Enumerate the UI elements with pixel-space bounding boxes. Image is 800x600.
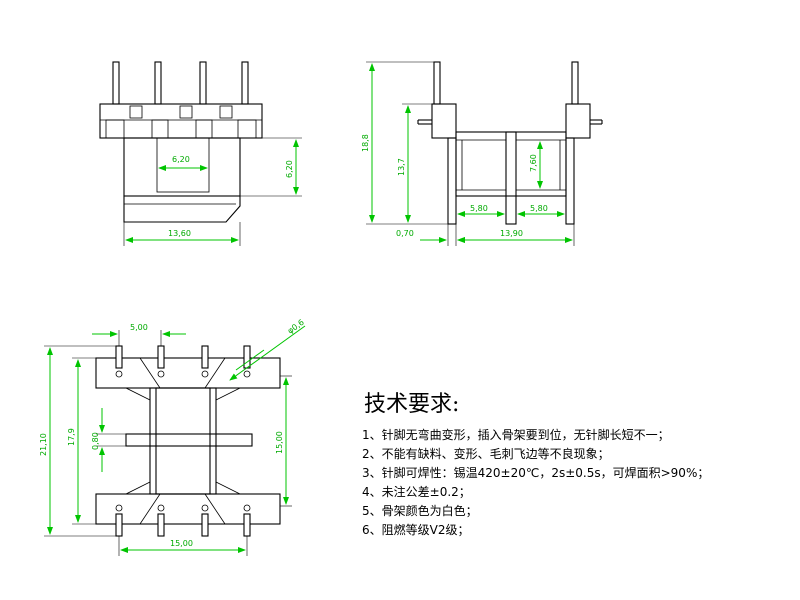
- requirements-title: 技术要求:: [364, 392, 460, 417]
- top-dim-width: 15,00: [170, 539, 193, 548]
- top-dim-total-length: 21,10: [39, 433, 48, 456]
- side-dim-slot-right: 5,80: [530, 204, 548, 213]
- side-dim-body-height: 13,7: [397, 158, 406, 176]
- side-view: 18,8 13,7 7,60 5,80 5,80 0,70 13,90: [361, 61, 603, 246]
- side-dim-flange: 0,70: [396, 229, 414, 238]
- top-dim-inner-length: 17,9: [67, 428, 76, 446]
- requirements-panel: 技术要求: 1、针脚无弯曲变形，插入骨架要到位，无针脚长短不一； 2、不能有缺料…: [362, 392, 792, 540]
- top-dim-rib: 0,80: [91, 432, 100, 450]
- requirement-item-3: 3、针脚可焊性：锡温420±20℃，2s±0.5s，可焊面积>90%；: [362, 466, 710, 480]
- top-view: 5,00 φ0,6 21,10 17,9 0,80 15,00 15,00: [39, 318, 306, 556]
- requirement-item-5: 5、骨架颜色为白色；: [362, 504, 478, 518]
- side-dim-width: 13,90: [500, 229, 523, 238]
- side-dim-slot-left: 5,80: [470, 204, 488, 213]
- front-dim-window-width: 6,20: [172, 155, 190, 164]
- top-dim-pin-pitch: 5,00: [130, 323, 148, 332]
- top-dim-core-length: 15,00: [275, 431, 284, 454]
- requirement-item-2: 2、不能有缺料、变形、毛刺飞边等不良现象；: [362, 447, 610, 461]
- requirement-item-6: 6、阻燃等级V2级；: [362, 523, 470, 537]
- requirement-item-4: 4、未注公差±0.2；: [362, 485, 471, 499]
- front-dim-window-height: 6,20: [285, 160, 294, 178]
- front-view: 13,60 6,20 6,20: [99, 61, 302, 246]
- side-dim-total-height: 18,8: [361, 134, 370, 152]
- side-dim-window-height: 7,60: [529, 154, 538, 172]
- requirement-item-1: 1、针脚无弯曲变形，插入骨架要到位，无针脚长短不一；: [362, 428, 670, 442]
- front-dim-width-outer: 13,60: [168, 229, 191, 238]
